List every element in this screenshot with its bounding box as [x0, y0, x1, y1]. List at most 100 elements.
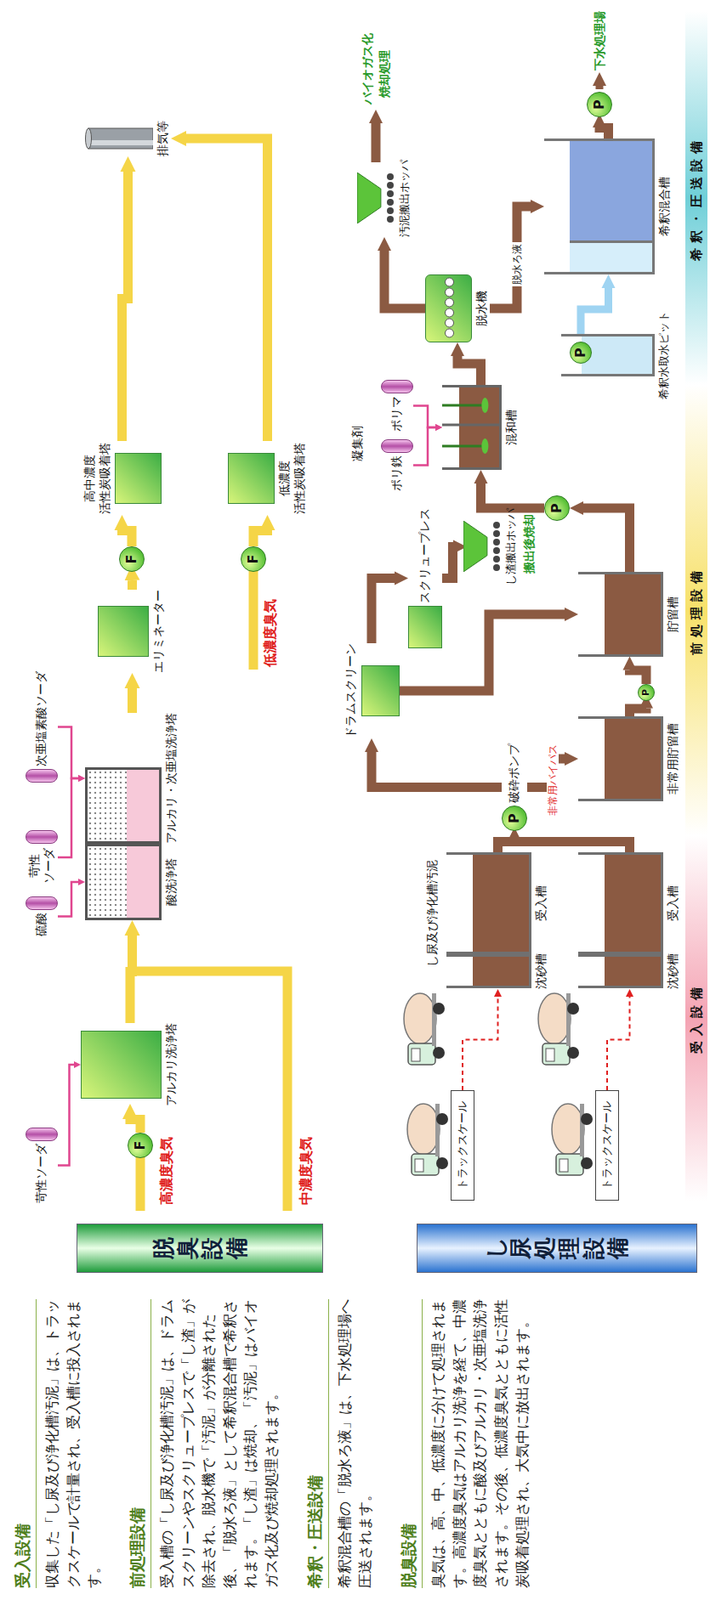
pump-symbol: P [569, 341, 592, 364]
chemical-tank: ポリマ [380, 380, 414, 432]
flow-connector [599, 127, 609, 139]
machine-box-outline [361, 665, 400, 717]
flow-connector [583, 508, 631, 573]
node-label: 非常用貯留槽 [665, 723, 682, 796]
chemical-tank-outline [25, 769, 58, 784]
node-label: し渣搬出ホッパ [504, 508, 518, 586]
flow-connector [186, 138, 268, 442]
odor-label: 高濃度臭気 [158, 1137, 176, 1206]
machine-box-outline [408, 606, 443, 649]
pump-symbol: P破砕ポンプ [501, 744, 528, 832]
node-label: スクリュープレス [417, 508, 433, 604]
flow-connector [630, 670, 648, 686]
flow-connector [122, 530, 133, 547]
node-label: 希釈混合槽 [657, 176, 673, 237]
node-label: 汚泥搬出ホッパ [397, 159, 412, 238]
flow-connector [489, 206, 531, 309]
node-label: アルカリ洗浄塔 [164, 1023, 180, 1108]
process-box-outline [114, 453, 162, 505]
chemical-tank: 苛性 ソーダ [25, 830, 58, 886]
process-box: 高中濃度 活性炭吸着塔 [82, 441, 162, 516]
pump-symbol: P [586, 91, 613, 118]
node-text: F [244, 555, 262, 565]
flow-connector [527, 759, 565, 789]
node-label: エリミネーター [151, 590, 167, 674]
node-label: 沈砂槽 [665, 954, 682, 990]
truck-scale: トラックスケール [450, 1090, 475, 1202]
chemical-tank-outline [380, 380, 414, 394]
process-box-outline [80, 1031, 162, 1100]
node-text: F [123, 555, 141, 565]
section-banner: し尿処理設備 [416, 1224, 698, 1274]
gas-pipe [136, 1157, 146, 1212]
shape-art [426, 273, 473, 342]
fan-symbol: F [240, 546, 267, 573]
stage-band: 希釈・圧送設備 [685, 11, 708, 386]
edge-label: 非常用バイパス [546, 743, 559, 818]
storage-tank-outline [578, 954, 664, 989]
stage-band: 受入設備 [685, 835, 708, 1202]
pump-symbol-outline: P [569, 341, 592, 364]
process-box-outline [227, 453, 275, 505]
hopper-outline [463, 522, 502, 574]
scrubber-tower: 酸洗浄塔 [85, 844, 180, 921]
node-label: 混和槽 [504, 409, 520, 446]
chemical-tank: ポリ鉄 [380, 439, 414, 492]
node-label: 脱水機 [474, 290, 490, 327]
process-box: アルカリ洗浄塔 [80, 1023, 180, 1108]
shape-art [85, 121, 154, 156]
truck-icon [403, 994, 445, 1066]
shape-art [463, 522, 502, 574]
flow-connector [57, 778, 79, 858]
node-text: P [590, 99, 608, 110]
process-box: エリミネーター [97, 590, 167, 674]
hopper: し渣搬出ホッパ [463, 508, 518, 586]
flow-connector [371, 752, 502, 789]
node-label: 苛性 ソーダ [27, 846, 57, 886]
node-label: 希釈水取水ピット [657, 311, 671, 400]
scrubber-tower: アルカリ・次亜塩洗浄塔 [85, 713, 180, 845]
hopper: 汚泥搬出ホッパ [357, 159, 412, 238]
stage-band: 前処理設備 [685, 385, 708, 836]
truck-icon [551, 1104, 593, 1176]
truck-icon [407, 1104, 449, 1176]
flow-connector [371, 579, 395, 645]
truck-scale-outline: トラックスケール [450, 1090, 475, 1202]
chemical-tank-outline [25, 897, 58, 911]
section-text: 受入槽の「し尿及び浄化槽汚泥」は、ドラムスクリーンやスクリュープレスで「し渣」が… [156, 1300, 283, 1590]
node-text: 受入設備 [688, 982, 705, 1055]
chemical-tank: 硫酸 [25, 897, 58, 938]
storage-tank: 沈砂槽 [578, 954, 682, 990]
flow-connector [130, 1119, 141, 1134]
flow-connector [514, 841, 631, 853]
node-label: アルカリ・次亜塩洗浄塔 [164, 713, 180, 845]
section-text: 収集した「し尿及び浄化槽汚泥」は、トラックスケールで計量され、受入槽に投入されま… [41, 1300, 105, 1590]
section-heading: 希釈・圧送設備 [304, 1300, 330, 1590]
node-text: 前処理設備 [688, 566, 705, 656]
node-label: 苛性ソーダ [34, 1144, 50, 1205]
flow-connector [457, 356, 482, 386]
storage-tank: 受入槽 [446, 852, 550, 955]
node-label: 受入槽 [533, 886, 550, 922]
node-label: 次亜塩素酸ソーダ [34, 671, 50, 767]
flow-label: 焼却処理 [377, 50, 393, 98]
water-pit-outline: P [561, 334, 655, 377]
dewatering-machine-outline [425, 274, 472, 343]
dilution-tank: 希釈混合槽 [544, 138, 673, 275]
flow-connector [630, 709, 648, 718]
chemical-tank: 苛性ソーダ [25, 1128, 58, 1205]
node-text: 脱臭設備 [151, 1238, 249, 1261]
section-heading: 受入設備 [11, 1300, 37, 1590]
chemical-tank: 次亜塩素酸ソーダ [25, 671, 58, 784]
odor-label: 中濃度臭気 [297, 1137, 315, 1206]
text-column: 受入設備収集した「し尿及び浄化槽汚泥」は、トラックスケールで計量され、受入槽に投… [11, 1300, 533, 1590]
process-box: 低濃度 活性炭吸着塔 [227, 441, 307, 516]
flow-connector [57, 882, 79, 918]
flow-connector [127, 580, 137, 591]
stage-band-outline: 受入設備 [685, 835, 708, 1202]
exhaust-stack: 排気等 [85, 120, 171, 157]
fan-symbol-outline: F [240, 546, 267, 573]
mixing-tank: 混和槽 [442, 385, 520, 471]
flow-label: バイオガス化 [360, 33, 376, 105]
pump-symbol-outline: P [501, 806, 528, 832]
